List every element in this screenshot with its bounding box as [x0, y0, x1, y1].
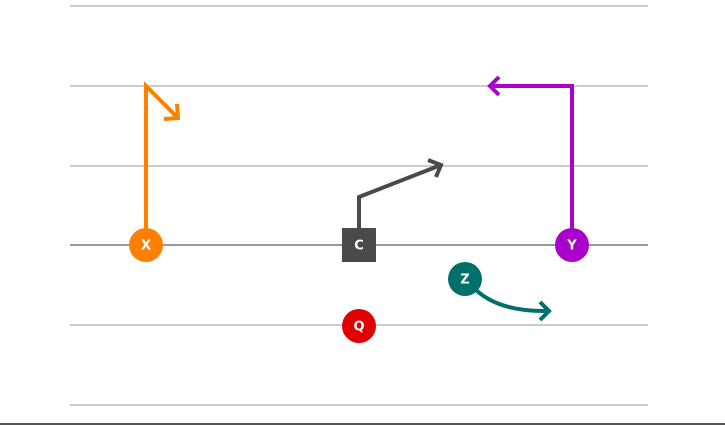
player-q-marker: [342, 309, 376, 343]
route-z: [474, 288, 552, 322]
route-z-path: [474, 288, 549, 314]
player-z-label: Z: [460, 273, 469, 288]
route-y-arrowhead: [487, 75, 501, 97]
player-z: Z: [448, 262, 482, 296]
player-c: C: [342, 228, 376, 262]
route-x: [144, 81, 181, 245]
player-x: X: [129, 228, 163, 262]
route-y-path: [490, 84, 574, 245]
player-y: Y: [555, 228, 589, 262]
player-y-marker: [555, 228, 589, 262]
player-q-label: Q: [353, 320, 364, 335]
route-c: [357, 158, 444, 232]
route-z-arrowhead: [538, 300, 552, 322]
route-c-path: [357, 163, 442, 232]
player-x-marker: [129, 228, 163, 262]
player-z-marker: [448, 262, 482, 296]
player-x-label: X: [141, 239, 151, 254]
player-q: Q: [342, 309, 376, 343]
route-y: [487, 75, 574, 245]
player-y-label: Y: [566, 239, 577, 254]
player-c-marker: [342, 228, 376, 262]
route-x-path: [144, 81, 180, 245]
route-x-arrowhead: [163, 103, 181, 121]
player-c-label: C: [354, 239, 364, 254]
route-c-arrowhead: [427, 158, 444, 178]
